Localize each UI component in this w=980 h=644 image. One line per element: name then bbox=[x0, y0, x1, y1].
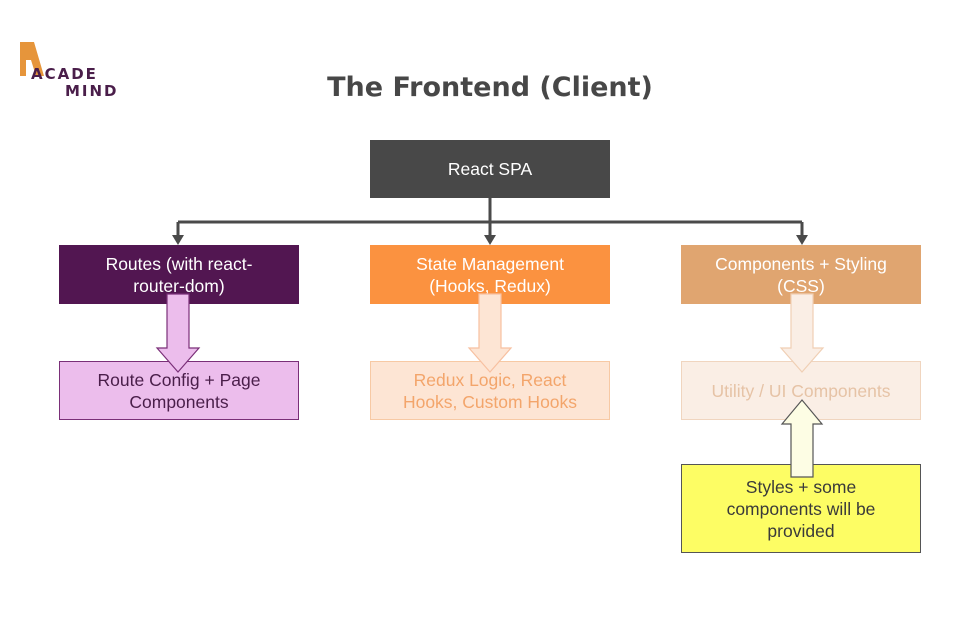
logo-text-line-1: ACADE bbox=[31, 65, 98, 83]
node-styles-label-line-2: components will be bbox=[726, 498, 876, 519]
arrowhead-routes-icon bbox=[172, 235, 184, 245]
node-components-label-line-2: (CSS) bbox=[777, 275, 825, 296]
page-title: The Frontend (Client) bbox=[327, 72, 653, 103]
block-arrow-state-down-icon bbox=[467, 293, 513, 373]
node-route-config-label-line-1: Route Config + Page bbox=[97, 369, 261, 390]
node-redux-label-line-2: Hooks, Custom Hooks bbox=[402, 391, 578, 412]
node-react-spa: React SPA bbox=[370, 140, 610, 198]
node-styles-label-line-1: Styles + some bbox=[745, 476, 857, 497]
node-redux-label-line-1: Redux Logic, React bbox=[413, 369, 567, 390]
node-components-label-line-1: Components + Styling bbox=[715, 253, 887, 274]
logo-mark-icon bbox=[20, 42, 44, 76]
block-arrow-routes-down-icon bbox=[155, 293, 201, 373]
node-styles-label-line-3: provided bbox=[767, 520, 835, 541]
node-utility-label: Utility / UI Components bbox=[711, 380, 891, 401]
node-routes: Routes (with react- router-dom) bbox=[59, 245, 299, 304]
block-arrow-styles-up-icon bbox=[780, 399, 824, 478]
node-react-spa-label: React SPA bbox=[447, 159, 533, 179]
logo-text-line-2: MIND bbox=[65, 82, 119, 100]
node-routes-label-line-1: Routes (with react- bbox=[105, 253, 253, 274]
academind-logo: ACADE MIND bbox=[18, 40, 128, 102]
arrowhead-components-icon bbox=[796, 235, 808, 245]
node-styles-provided: Styles + some components will be provide… bbox=[681, 464, 921, 553]
node-route-config-label-line-2: Components bbox=[129, 391, 229, 412]
node-route-config: Route Config + Page Components bbox=[59, 361, 299, 420]
arrowhead-state-icon bbox=[484, 235, 496, 245]
node-state-label-line-2: (Hooks, Redux) bbox=[429, 275, 551, 296]
block-arrow-components-down-icon bbox=[779, 293, 825, 373]
node-routes-label-line-2: router-dom) bbox=[133, 275, 225, 296]
node-state-label-line-1: State Management bbox=[416, 253, 564, 274]
